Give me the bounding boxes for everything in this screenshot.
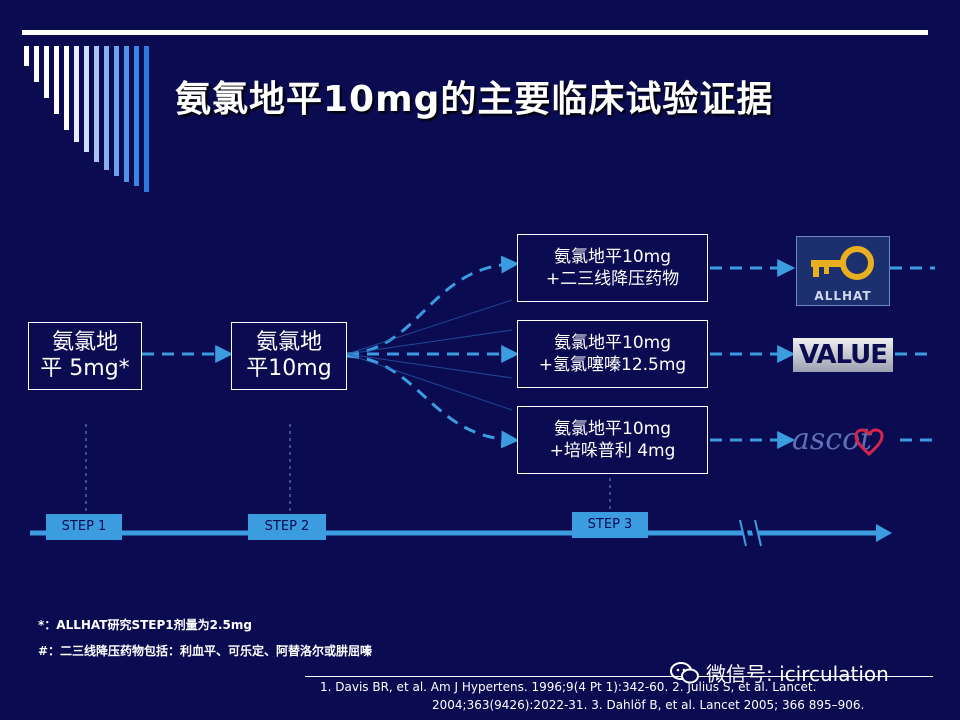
fan-lines: [345, 299, 513, 411]
branch-lower: [346, 354, 520, 449]
allhat-logo: ALLHAT: [796, 236, 890, 306]
decorative-stripes: [24, 46, 149, 192]
ascot-logo-text: ascot: [792, 422, 873, 457]
box-start-line1: 氨氯地: [51, 330, 118, 355]
box-start-dose: 氨氯地 平 5mg*: [28, 322, 142, 390]
footnote-1: *：ALLHAT研究STEP1剂量为2.5mg: [38, 618, 252, 632]
box-tier1-line2: +二三线降压药物: [545, 269, 680, 289]
branch-upper: [346, 255, 520, 356]
box-second-line2: 平10mg: [246, 356, 332, 381]
box-tier1: 氨氯地平10mg +二三线降压药物: [517, 234, 708, 302]
box-second-line1: 氨氯地: [255, 330, 322, 355]
value-logo: VALUE: [793, 334, 893, 376]
page-title: 氨氯地平10mg的主要临床试验证据: [175, 79, 774, 120]
flow-arrows: [142, 255, 935, 449]
allhat-logo-text: ALLHAT: [814, 289, 872, 303]
step-1-label: STEP 1: [46, 514, 122, 540]
box-start-line2: 平 5mg*: [40, 356, 130, 381]
reference-line-1: 1. Davis BR, et al. Am J Hypertens. 1996…: [320, 680, 817, 694]
step-2-label: STEP 2: [248, 514, 326, 540]
wechat-icon: [670, 661, 699, 683]
box-tier3-line1: 氨氯地平10mg: [554, 419, 671, 439]
watermark-text: 微信号: icirculation: [706, 662, 889, 686]
box-tier1-line1: 氨氯地平10mg: [554, 247, 671, 267]
dotted-leaders: [85, 424, 611, 512]
reference-rule: [305, 676, 933, 677]
reference-line-2: 2004;363(9426):2022-31. 3. Dahlöf B, et …: [432, 698, 865, 712]
key-icon: [811, 246, 874, 280]
footnote-2: #：二三线降压药物包括：利血平、可乐定、阿替洛尔或肼屈嗪: [38, 644, 373, 658]
box-tier2: 氨氯地平10mg +氢氯噻嗪12.5mg: [517, 320, 708, 388]
value-logo-text: VALUE: [793, 338, 893, 372]
top-rule: [22, 30, 928, 35]
box-tier2-line2: +氢氯噻嗪12.5mg: [538, 355, 687, 375]
timeline-axis: [30, 519, 892, 547]
box-tier2-line1: 氨氯地平10mg: [554, 333, 671, 353]
box-tier3: 氨氯地平10mg +培哚普利 4mg: [517, 406, 708, 474]
heart-icon: [854, 428, 884, 456]
axis-break: [739, 519, 751, 547]
ascot-logo: ascot: [790, 420, 900, 464]
step-3-label: STEP 3: [572, 512, 648, 538]
box-second-dose: 氨氯地 平10mg: [231, 322, 347, 390]
box-tier3-line2: +培哚普利 4mg: [549, 441, 676, 461]
wechat-watermark: 微信号: icirculation: [670, 658, 889, 687]
